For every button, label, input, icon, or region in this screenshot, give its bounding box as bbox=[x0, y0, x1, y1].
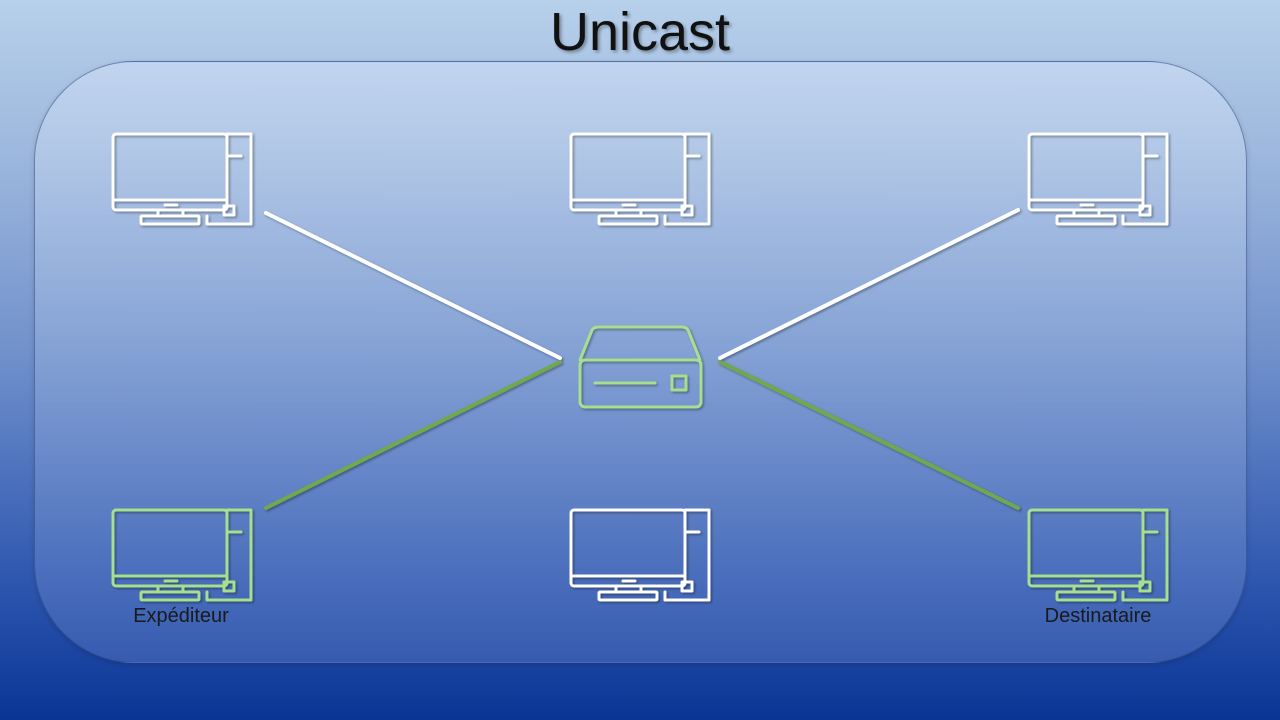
computer-top-left-icon bbox=[111, 132, 253, 226]
slide-title: Unicast bbox=[549, 2, 731, 62]
link-receiver bbox=[718, 360, 1020, 510]
network-hub-icon bbox=[578, 325, 703, 409]
link-top-left bbox=[264, 211, 562, 360]
computer-top-right-icon bbox=[1027, 132, 1169, 226]
link-sender bbox=[264, 360, 562, 510]
sender-label: Expéditeur bbox=[133, 605, 229, 627]
network-panel bbox=[34, 61, 1247, 663]
receiver-label: Destinataire bbox=[1044, 605, 1152, 627]
computer-bottom-center-icon bbox=[569, 508, 711, 602]
computer-receiver-icon bbox=[1027, 508, 1169, 602]
link-top-right bbox=[718, 208, 1020, 360]
links bbox=[264, 208, 1020, 510]
computer-sender-icon bbox=[111, 508, 253, 602]
computer-top-center-icon bbox=[569, 132, 711, 226]
